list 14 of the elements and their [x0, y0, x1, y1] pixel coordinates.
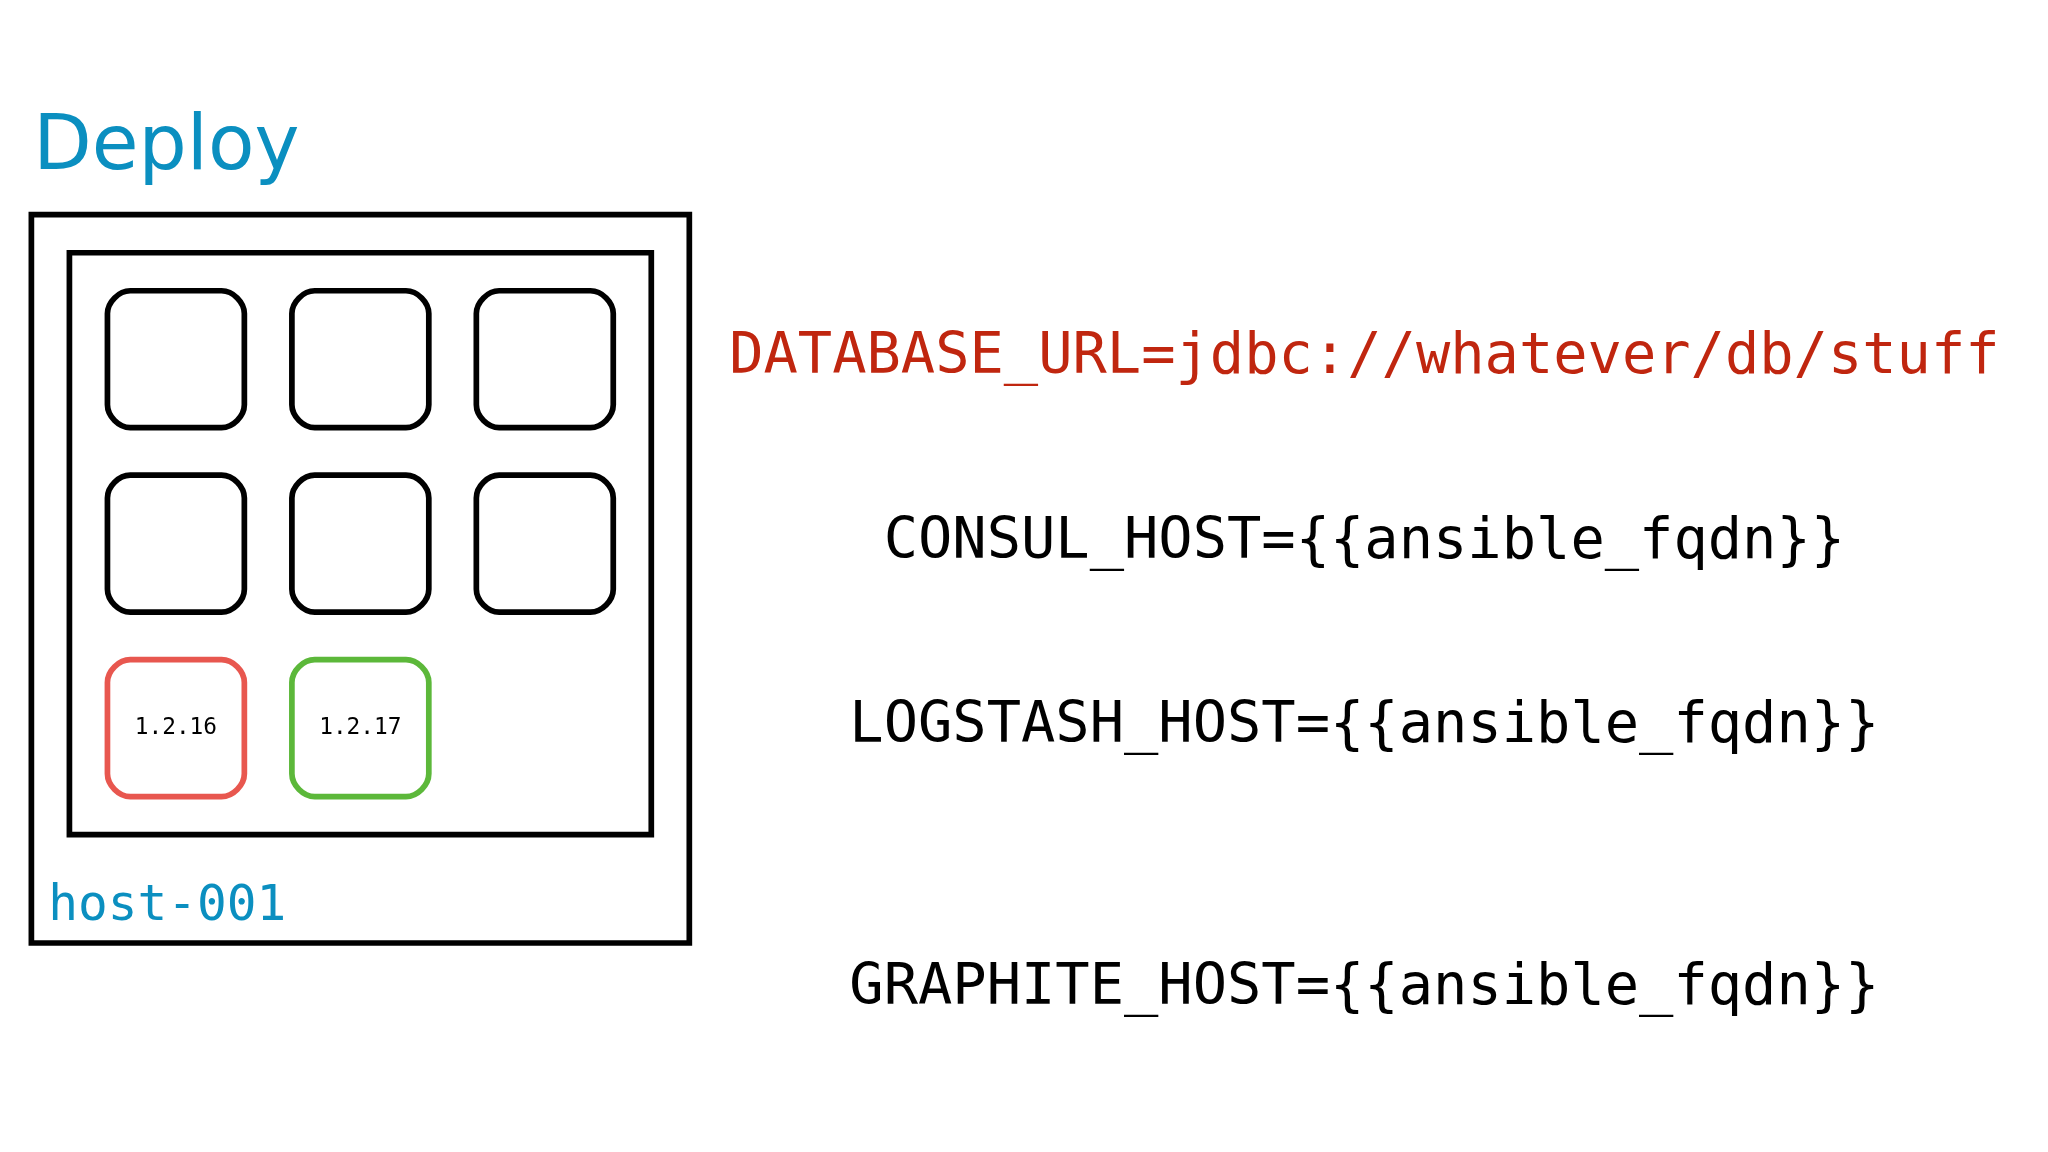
node-box: [473, 287, 617, 431]
node-box: 1.2.16: [104, 656, 248, 800]
node-box: [289, 287, 432, 431]
label: LOGSTASH_HOST={{ansible_fqdn}}: [849, 689, 1880, 756]
node-box: [104, 287, 248, 431]
node-box: [289, 472, 432, 615]
cluster: [66, 249, 655, 838]
label: DATABASE_URL=jdbc://whatever/db/stuff: [729, 320, 2000, 387]
node-box: [473, 472, 617, 615]
node-box: [104, 472, 248, 615]
diagram-title: Deploy: [33, 98, 300, 188]
label: CONSUL_HOST={{ansible_fqdn}}: [883, 504, 1846, 571]
label: GRAPHITE_HOST={{ansible_fqdn}}: [849, 950, 1880, 1017]
node-box: 1.2.17: [289, 656, 432, 800]
